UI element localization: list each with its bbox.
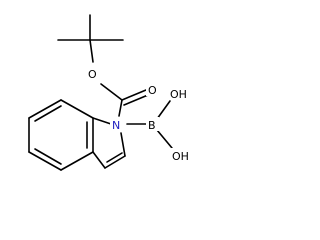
bond-ester-o-to-carbonyl-c <box>100 83 123 101</box>
molecule-canvas: O O N B OH OH <box>28 14 194 171</box>
bond-ring-c5-c4 <box>28 151 62 171</box>
structure-diagram: O O N B OH OH <box>28 14 194 171</box>
bond-carbonyl-c-to-n <box>118 99 123 117</box>
carbamate-group <box>100 83 149 117</box>
bond-carbonyl-c-o-double-1 <box>121 89 147 101</box>
bond-ring-inner-2 <box>34 148 62 165</box>
bond-c3a-to-c3 <box>92 151 106 169</box>
bond-c7a-to-n <box>92 117 112 125</box>
atom-label-boron: B <box>148 119 156 132</box>
bond-ring-c4-c3a <box>60 151 94 171</box>
atom-label-hydroxyl-top: OH <box>170 88 187 101</box>
tert-butyl-group <box>57 14 124 63</box>
bond-c3-to-c2 <box>104 155 126 169</box>
bond-c2-to-n <box>120 132 126 157</box>
bond-ring-c7a-c7 <box>60 99 94 119</box>
bond-ring-c7-c6 <box>28 99 62 119</box>
benzene-ring <box>28 99 94 171</box>
atom-labels: O O N B OH OH <box>86 66 194 163</box>
bond-b-to-oh-bottom <box>156 129 173 149</box>
pyrrole-ring <box>92 117 126 169</box>
atom-label-nitrogen: N <box>112 119 120 132</box>
atom-label-hydroxyl-bottom: OH <box>172 150 189 163</box>
bond-carbonyl-c-o-double-2 <box>123 94 149 106</box>
boronic-acid-group <box>126 100 173 149</box>
bond-b-to-oh-top <box>156 100 171 120</box>
bond-tbu-to-ester-o <box>89 39 94 63</box>
atom-label-carbonyl-oxygen: O <box>148 84 157 97</box>
bond-ring-inner-1 <box>34 105 62 122</box>
atom-label-ester-oxygen: O <box>88 68 97 81</box>
bond-c3-to-c2-inner <box>106 152 123 163</box>
